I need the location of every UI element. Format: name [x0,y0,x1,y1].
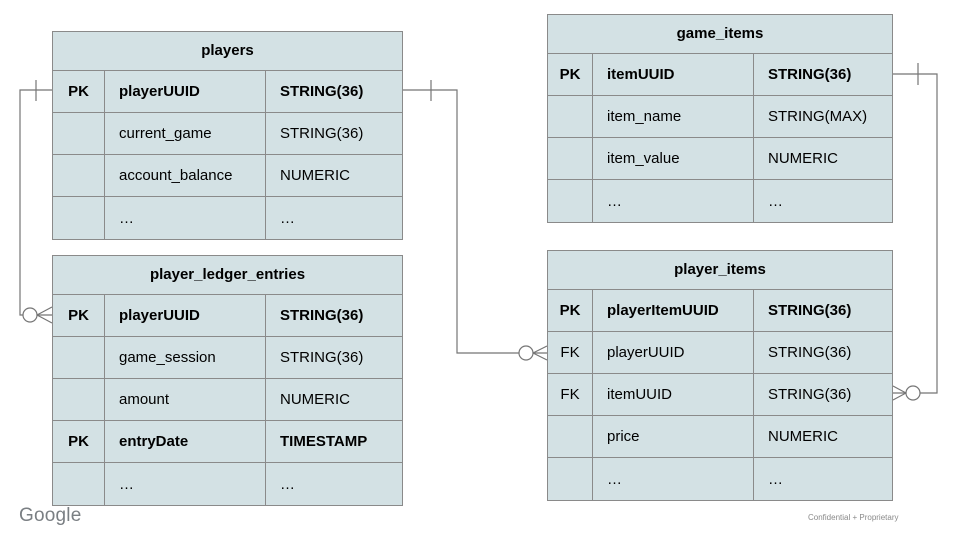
row-field-cell: item_value [593,138,754,180]
row-type-cell: STRING(36) [754,374,892,416]
row-key-cell [53,463,105,505]
row-field-cell: playerItemUUID [593,290,754,332]
table-row: …… [548,180,892,222]
table-title: players [53,32,402,71]
row-field-cell: … [593,180,754,222]
row-type-cell: … [280,475,295,493]
row-key-cell [53,379,105,421]
row-key-cell: PK [548,54,593,96]
row-key-cell: PK [53,421,105,463]
many-crowfoot-icon [36,306,53,324]
row-key-cell [53,197,105,239]
row-field-cell: itemUUID [593,374,754,416]
row-type-cell: STRING(36) [266,113,402,155]
row-key-cell: PK [53,71,105,113]
row-type-cell: STRING(MAX) [754,96,892,138]
row-field-cell: playerUUID [593,332,754,374]
row-field-cell: account_balance [105,155,266,197]
row-type-cell: … [280,209,295,227]
row-key-cell: FK [548,374,593,416]
row-type-cell: STRING(36) [754,332,892,374]
many-crowfoot-icon [892,385,907,401]
row-field-cell: game_session [105,337,266,379]
row-field-cell: item_name [593,96,754,138]
row-key-cell [53,113,105,155]
row-type-cell: STRING(36) [754,290,892,332]
row-key-cell [53,155,105,197]
table-title: game_items [548,15,892,54]
row-key-cell: PK [53,295,105,337]
row-key-cell: PK [548,290,593,332]
row-type-cell: … [768,470,783,488]
row-type-cell: NUMERIC [754,416,892,458]
many-crowfoot-icon [532,345,548,361]
row-type-cell: … [768,192,783,210]
table-title: player_ledger_entries [53,256,402,295]
row-field-cell: playerUUID [105,71,266,113]
zero-circle-icon [905,385,921,401]
table-row: …… [53,463,402,505]
row-field-cell: … [105,463,266,505]
row-key-cell [548,96,593,138]
row-type-cell: NUMERIC [754,138,892,180]
connector-players-player-items [403,89,547,354]
connector-game-items-player-items [893,73,938,394]
row-type-cell: TIMESTAMP [266,421,402,463]
row-type-cell: NUMERIC [266,379,402,421]
row-key-cell [548,138,593,180]
row-field-cell: current_game [105,113,266,155]
row-field-cell: entryDate [105,421,266,463]
row-field-cell: … [593,458,754,500]
table-title: player_items [548,251,892,290]
connector-players-ledger [19,89,52,316]
table-row: …… [53,197,402,239]
row-field-cell: … [105,197,266,239]
table-row: …… [548,458,892,500]
row-key-cell [53,337,105,379]
row-type-cell: STRING(36) [266,71,402,113]
google-logo: Google [19,505,82,526]
row-key-cell [548,416,593,458]
row-type-cell: STRING(36) [754,54,892,96]
zero-circle-icon [22,307,38,323]
row-key-cell [548,180,593,222]
row-type-cell: STRING(36) [266,337,402,379]
row-field-cell: itemUUID [593,54,754,96]
row-key-cell: FK [548,332,593,374]
row-type-cell: NUMERIC [266,155,402,197]
confidentiality-note: Confidential + Proprietary [808,513,899,522]
row-field-cell: playerUUID [105,295,266,337]
zero-circle-icon [518,345,534,361]
row-type-cell: STRING(36) [266,295,402,337]
row-field-cell: price [593,416,754,458]
row-key-cell [548,458,593,500]
row-field-cell: amount [105,379,266,421]
